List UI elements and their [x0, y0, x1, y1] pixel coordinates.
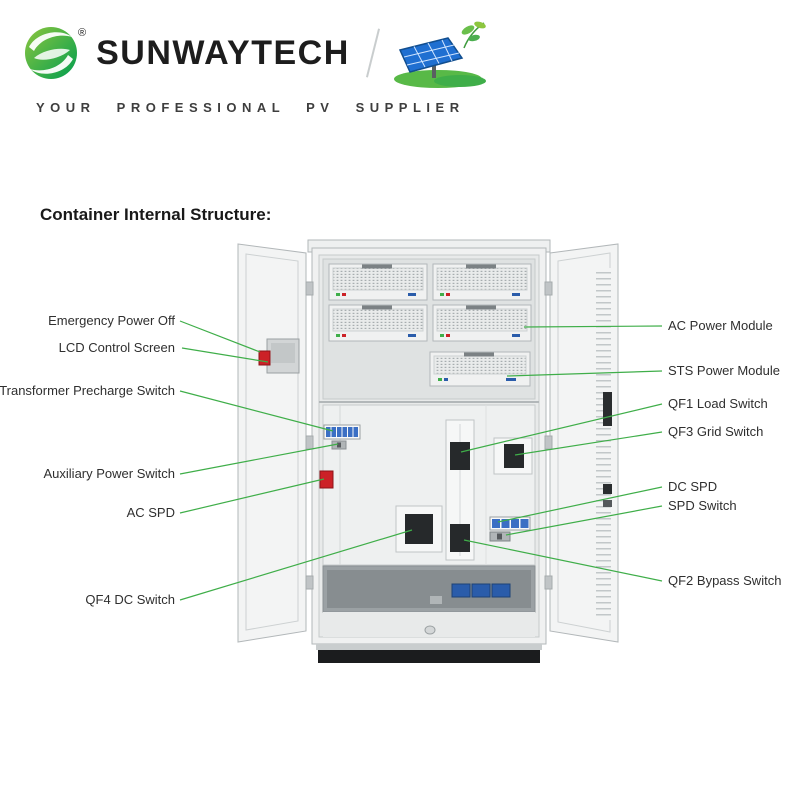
label-ac-power-module: AC Power Module	[668, 318, 773, 333]
label-dc-spd: DC SPD	[668, 479, 718, 494]
label-spd-switch: SPD Switch	[668, 498, 737, 513]
label-lcd-control-screen: LCD Control Screen	[58, 340, 175, 355]
label-qf3-grid-switch: QF3 Grid Switch	[668, 424, 764, 439]
label-qf2-bypass-switch: QF2 Bypass Switch	[668, 573, 782, 588]
transformer-precharge-switch	[323, 424, 361, 440]
plinth	[318, 650, 540, 663]
spd-switch	[489, 531, 511, 542]
label-ac-spd: AC SPD	[126, 505, 175, 520]
emergency-power-off-button	[258, 350, 271, 366]
door-lock-handle	[603, 392, 612, 426]
qf1-load-switch	[450, 442, 470, 470]
brand-name: SUNWAYTECH	[96, 33, 350, 72]
center-channel	[445, 419, 475, 561]
terminal-block-3	[491, 583, 511, 598]
terminal-block-1	[451, 583, 471, 598]
left-door	[237, 243, 314, 643]
leader-lines	[179, 320, 663, 601]
label-transformer-precharge-switch: Transformer Precharge Switch	[0, 383, 175, 398]
qf3-grid-switch	[493, 437, 533, 475]
ac-power-module-2	[432, 263, 532, 301]
diagram-title: Container Internal Structure:	[40, 205, 272, 224]
registered-mark: ®	[78, 27, 87, 39]
brand-tagline: YOUR PROFESSIONAL PV SUPPLIER	[36, 100, 465, 115]
ac-power-module-1	[328, 263, 428, 301]
label-auxiliary-power-switch: Auxiliary Power Switch	[43, 466, 176, 481]
brand-header: ® SUNWAYTECH YOUR PROFESSIONAL PV SUPPLI…	[22, 16, 490, 115]
label-emergency-power-off: Emergency Power Off	[48, 313, 175, 328]
cable-compartment	[322, 565, 536, 613]
cabinet-base	[316, 612, 542, 663]
lcd-control-screen	[266, 338, 300, 374]
solar-panel-graphic	[393, 21, 486, 88]
dc-spd	[489, 516, 531, 531]
terminal-block-2	[471, 583, 491, 598]
label-qf4-dc-switch: QF4 DC Switch	[85, 592, 175, 607]
door-vent-louvers	[596, 268, 611, 620]
ac-power-module-3	[328, 304, 428, 342]
ac-power-module-4	[432, 304, 532, 342]
label-qf1-load-switch: QF1 Load Switch	[668, 396, 768, 411]
right-door	[544, 243, 619, 643]
qf2-bypass-switch	[450, 524, 470, 552]
qf4-dc-switch	[395, 505, 443, 553]
sunwaytech-logo-icon	[25, 27, 77, 79]
label-sts-power-module: STS Power Module	[668, 363, 780, 378]
sts-power-module	[429, 351, 531, 387]
